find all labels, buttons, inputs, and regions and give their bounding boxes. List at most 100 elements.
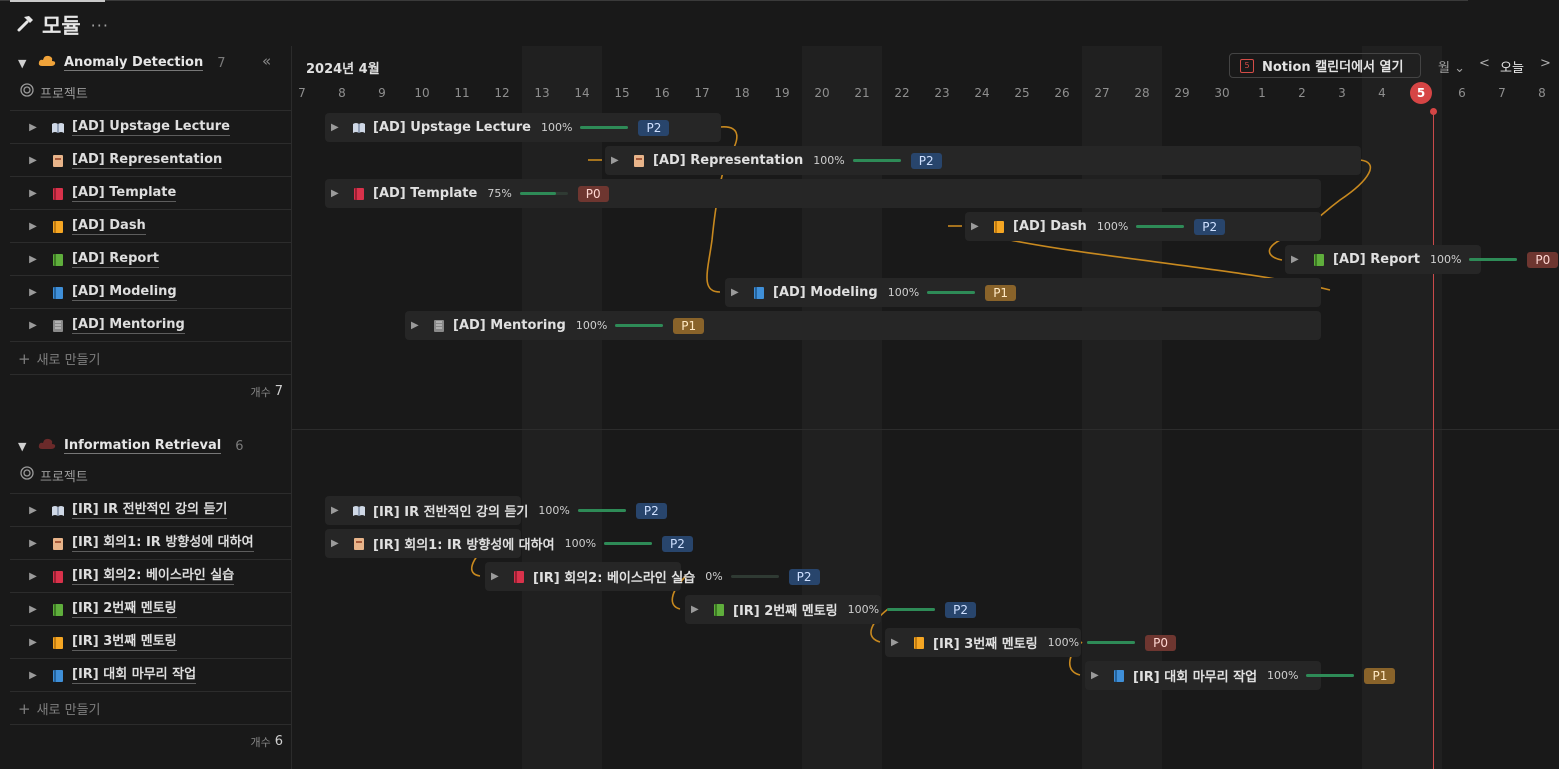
next-icon[interactable]: > [1540,56,1551,71]
expand-icon[interactable]: ▶ [29,670,37,681]
group-header-anomaly-detection[interactable]: ▼ Anomaly Detection 7 [18,51,226,75]
blue-book-icon [50,668,66,684]
gantt-bar[interactable] [1085,661,1321,690]
expand-icon[interactable]: ▶ [29,155,37,166]
target-icon [20,466,34,484]
expand-icon[interactable]: ▶ [29,287,37,298]
table-row[interactable]: ▶ [AD] Representation [10,143,291,177]
table-row[interactable]: ▶ [IR] 2번째 멘토링 [10,592,291,626]
table-row[interactable]: ▶ [AD] Upstage Lecture [10,110,291,144]
open-book-icon [50,503,66,519]
table-row[interactable]: ▶ [AD] Modeling [10,275,291,309]
priority-badge: P0 [1145,634,1176,651]
table-row[interactable]: ▶ [AD] Mentoring [10,308,291,342]
progress-bar [1087,641,1136,644]
row-title[interactable]: [AD] Mentoring [72,317,185,334]
expand-icon[interactable]: ▶ [29,320,37,331]
expand-icon[interactable]: ▶ [331,188,339,199]
row-title[interactable]: [AD] Representation [72,152,223,169]
table-row[interactable]: ▶ [AD] Dash [10,209,291,243]
group-header-information-retrieval[interactable]: ▼ Information Retrieval 6 [18,434,244,458]
page-title: 모듈 ··· [16,10,109,40]
row-title[interactable]: [IR] IR 전반적인 강의 듣기 [72,502,228,519]
row-title[interactable]: [AD] Dash [72,218,146,235]
new-item-button[interactable]: + 새로 만들기 [10,691,291,725]
expand-icon[interactable]: ▶ [971,221,979,232]
previous-icon[interactable]: < [1479,56,1490,71]
row-title[interactable]: [IR] 회의1: IR 방향성에 대하여 [72,535,254,552]
day-label: 3 [1338,86,1346,100]
gantt-bar[interactable] [325,179,1321,208]
progress-text: 100% [1429,253,1462,266]
caret-down-icon[interactable]: ▼ [18,56,27,70]
row-title[interactable]: [IR] 회의2: 베이스라인 실습 [72,568,235,585]
table-row[interactable]: ▶ [AD] Template [10,176,291,210]
row-title[interactable]: [IR] 대회 마무리 작업 [72,667,197,684]
orange-book-icon [991,219,1007,235]
row-title[interactable]: [AD] Report [72,251,159,268]
expand-icon[interactable]: ▶ [891,637,899,648]
expand-icon[interactable]: ▶ [1291,254,1299,265]
collapse-panel-icon[interactable]: « [262,52,272,70]
table-row[interactable]: ▶ [IR] IR 전반적인 강의 듣기 [10,493,291,527]
gantt-title: [IR] 회의2: 베이스라인 실습 [533,571,696,586]
day-label: 26 [1054,86,1070,100]
expand-icon[interactable]: ▶ [29,254,37,265]
expand-icon[interactable]: ▶ [331,122,339,133]
expand-icon[interactable]: ▶ [29,571,37,582]
today-button[interactable]: 오늘 [1500,61,1524,76]
open-in-notion-calendar-button[interactable]: 5 Notion 캘린더에서 열기 [1229,53,1421,78]
table-row[interactable]: ▶ [IR] 회의2: 베이스라인 실습 [10,559,291,593]
more-options-icon[interactable]: ··· [90,15,109,35]
gantt-bar[interactable] [405,311,1321,340]
expand-icon[interactable]: ▶ [29,122,37,133]
row-title[interactable]: [IR] 2번째 멘토링 [72,601,177,618]
expand-icon[interactable]: ▶ [691,604,699,615]
gantt-title: [IR] IR 전반적인 강의 듣기 [373,505,529,520]
expand-icon[interactable]: ▶ [29,637,37,648]
expand-icon[interactable]: ▶ [491,571,499,582]
table-row[interactable]: ▶ [IR] 대회 마무리 작업 [10,658,291,692]
row-title[interactable]: [IR] 3번째 멘토링 [72,634,177,651]
table-row[interactable]: ▶ [IR] 3번째 멘토링 [10,625,291,659]
expand-icon[interactable]: ▶ [29,538,37,549]
gantt-title: [AD] Representation [653,153,804,168]
row-title[interactable]: [AD] Template [72,185,177,202]
row-title[interactable]: [AD] Upstage Lecture [72,119,230,136]
table-row[interactable]: ▶ [IR] 회의1: IR 방향성에 대하여 [10,526,291,560]
expand-icon[interactable]: ▶ [731,287,739,298]
gantt-bar[interactable] [725,278,1321,307]
expand-icon[interactable]: ▶ [29,188,37,199]
expand-icon[interactable]: ▶ [29,604,37,615]
today-marker: 5 [1410,82,1432,104]
expand-icon[interactable]: ▶ [29,505,37,516]
expand-icon[interactable]: ▶ [1091,670,1099,681]
expand-icon[interactable]: ▶ [331,538,339,549]
expand-icon[interactable]: ▶ [331,505,339,516]
row-title[interactable]: [AD] Modeling [72,284,177,301]
expand-icon[interactable]: ▶ [411,320,419,331]
caret-down-icon[interactable]: ▼ [18,439,27,453]
gantt-bar[interactable] [605,146,1361,175]
new-item-button[interactable]: + 새로 만들기 [10,341,291,375]
expand-icon[interactable]: ▶ [611,155,619,166]
expand-icon[interactable]: ▶ [29,221,37,232]
green-book-icon [711,602,727,618]
view-selector[interactable]: 월 ⌄ [1438,57,1465,76]
group-name: Information Retrieval [64,438,222,454]
table-row[interactable]: ▶ [AD] Report [10,242,291,276]
cloud-icon [38,437,56,455]
